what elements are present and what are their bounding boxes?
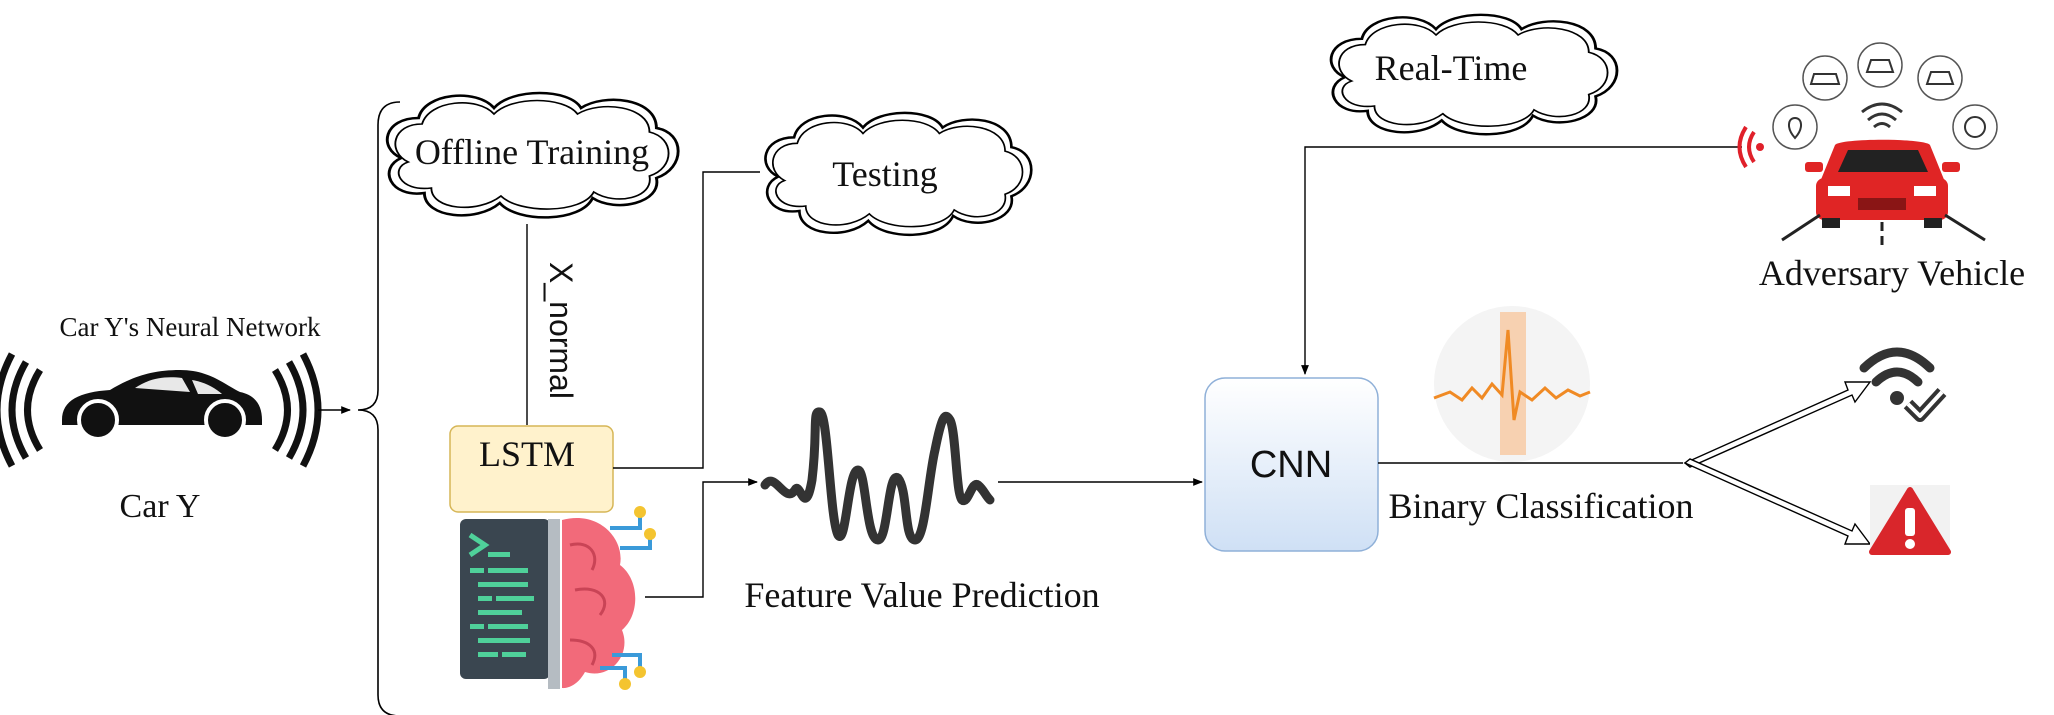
ai-brain-icon: [460, 506, 656, 690]
feature-waveform-icon: [760, 407, 995, 545]
testing-label: Testing: [832, 154, 937, 194]
offline-training-label: Offline Training: [415, 132, 649, 172]
car-name-label: Car Y: [120, 488, 201, 525]
binary-classification-label: Binary Classification: [1389, 486, 1694, 526]
lstm-box: [449, 425, 614, 513]
brain-to-waveform-arrow: [645, 478, 758, 598]
curly-bracket: [357, 101, 401, 715]
wifi-check-icon: [1859, 347, 1947, 422]
feature-prediction-label: Feature Value Prediction: [744, 575, 1099, 615]
cnn-label: CNN: [1250, 444, 1332, 486]
car-network-label: Car Y's Neural Network: [59, 312, 321, 342]
normal-output-arrow: [1683, 381, 1872, 468]
adversary-vehicle-label: Adversary Vehicle: [1759, 253, 2025, 293]
warning-triangle-icon: [1869, 485, 1951, 555]
adversary-to-cnn-arrow: [1301, 146, 1742, 375]
attack-output-arrow: [1683, 458, 1872, 545]
cnn-box: [1204, 377, 1379, 552]
red-car-icon: [1737, 42, 1998, 245]
real-time-label: Real-Time: [1375, 48, 1528, 88]
ecg-signal-icon: [1433, 306, 1591, 462]
lstm-label: LSTM: [479, 434, 575, 474]
lstm-to-testing-line: [613, 171, 760, 469]
x-normal-label: X_normal: [543, 262, 579, 399]
sports-car-icon: [0, 352, 322, 468]
